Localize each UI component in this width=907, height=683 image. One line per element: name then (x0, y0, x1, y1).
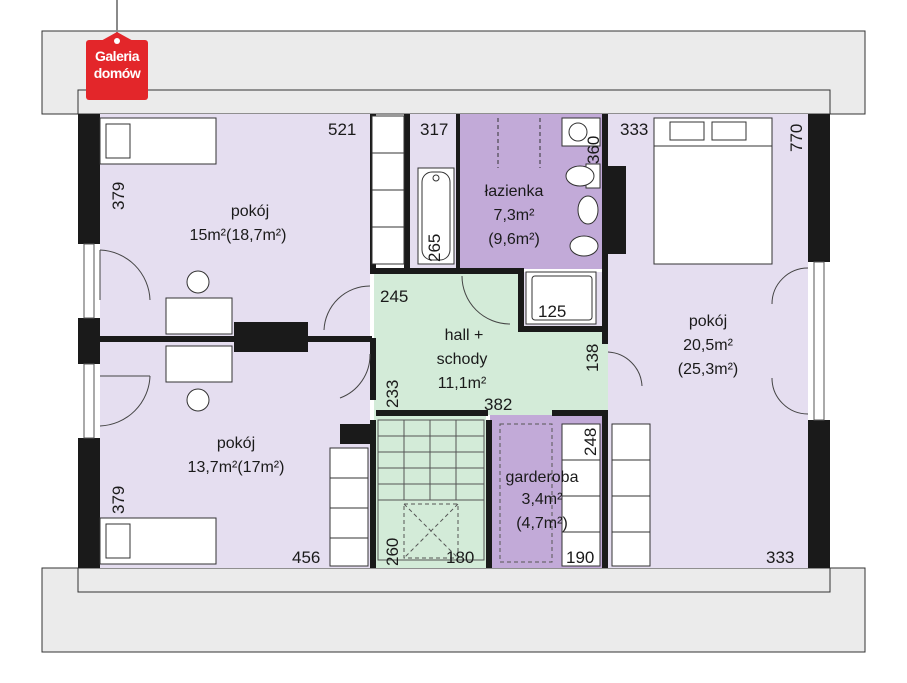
logo-line2: domów (93, 65, 141, 81)
logo-line1: Galeria (95, 48, 139, 64)
dim-233: 233 (383, 380, 402, 408)
bathroom-name: łazienka (485, 183, 544, 200)
dim-180: 180 (446, 548, 474, 567)
bedroom-nw-area: 15m²(18,7m²) (190, 227, 287, 244)
dim-125: 125 (538, 302, 566, 321)
dim-138: 138 (583, 344, 602, 372)
dim-265: 265 (425, 234, 444, 262)
dim-317: 317 (420, 120, 448, 139)
wardrobe-outline (499, 423, 553, 563)
beds (99, 117, 773, 565)
bathroom-area-gross: (9,6m²) (488, 231, 540, 248)
bathroom-area: 7,3m² (494, 207, 536, 224)
dim-379-top: 379 (109, 182, 128, 210)
desks (165, 270, 233, 412)
dim-360: 360 (584, 136, 603, 164)
bedroom-sw-area: 13,7m²(17m²) (188, 459, 285, 476)
dim-245: 245 (380, 287, 408, 306)
bedroom-sw-name: pokój (217, 435, 255, 452)
dim-382: 382 (484, 395, 512, 414)
hall-name: hall + (445, 327, 484, 344)
dim-248: 248 (581, 428, 600, 456)
bedroom-e-area: 20,5m² (683, 337, 733, 354)
bedroom-e-name: pokój (689, 313, 727, 330)
wardrobe-name: garderoba (506, 469, 579, 486)
bedroom-nw-name: pokój (231, 203, 269, 220)
stairs (377, 419, 485, 561)
bed-sw (99, 517, 217, 565)
door-swings (99, 249, 809, 427)
dim-521: 521 (328, 120, 356, 139)
wardrobe-area: 3,4m² (522, 491, 564, 508)
bed-e (653, 117, 773, 147)
wardrobe-area-gross: (4,7m²) (516, 515, 568, 532)
windows (83, 243, 825, 439)
dim-333-bottom: 333 (766, 548, 794, 567)
dim-379-bottom: 379 (109, 486, 128, 514)
bedroom-e-area-gross: (25,3m²) (678, 361, 738, 378)
bed-e-body (653, 145, 773, 265)
dim-770: 770 (787, 124, 806, 152)
tag-tip (99, 32, 135, 42)
hall-name-2: schody (437, 351, 488, 368)
bed-nw (99, 117, 217, 165)
dim-333-top: 333 (620, 120, 648, 139)
roof-top-inner (77, 89, 831, 115)
dim-260: 260 (383, 538, 402, 566)
galeria-domow-logo[interactable]: Galeria domów (86, 0, 150, 102)
bathroom-fixtures (417, 117, 601, 325)
dim-190: 190 (566, 548, 594, 567)
cabinets (329, 115, 651, 567)
exterior-walls (78, 114, 830, 568)
roof-bottom-inner (77, 567, 831, 593)
hall-area: 11,1m² (438, 375, 487, 392)
tag-body (86, 40, 148, 100)
dim-456: 456 (292, 548, 320, 567)
tag-string (116, 0, 118, 34)
tag-hole (114, 38, 120, 44)
